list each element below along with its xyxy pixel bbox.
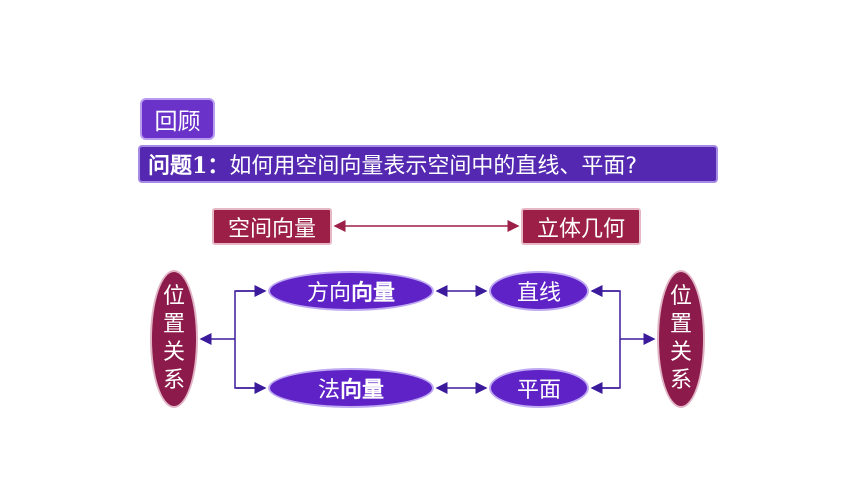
left-position-relation-node: 位置关系 [150, 270, 198, 408]
space-vector-box: 空间向量 [212, 208, 332, 245]
question-prefix: 问题1： [148, 153, 230, 179]
line-node: 直线 [489, 271, 589, 311]
direction-vector-normal-text: 方向 [306, 281, 351, 306]
review-label: 回顾 [154, 109, 201, 135]
question-bar: 问题1： 如何用空间向量表示空间中的直线、平面? [138, 145, 718, 183]
left-bracket [234, 290, 265, 389]
right-bracket [592, 290, 621, 389]
plane-label: 平面 [516, 378, 561, 403]
left-position-relation-label: 位置关系 [162, 284, 185, 393]
direction-vector-node: 方向向量 [268, 271, 434, 311]
normal-vector-normal-text: 法 [317, 378, 340, 403]
solid-geometry-box: 立体几何 [521, 208, 641, 245]
right-position-relation-node: 位置关系 [657, 270, 705, 408]
plane-node: 平面 [489, 368, 589, 408]
question-text: 如何用空间向量表示空间中的直线、平面? [229, 154, 637, 179]
normal-vector-node: 法向量 [268, 368, 434, 408]
normal-vector-bold-text: 向量 [340, 378, 385, 403]
right-position-relation-label: 位置关系 [669, 284, 692, 393]
direction-vector-bold-text: 向量 [351, 281, 396, 306]
solid-geometry-label: 立体几何 [536, 216, 625, 242]
space-vector-label: 空间向量 [227, 216, 316, 242]
line-label: 直线 [516, 281, 561, 306]
review-tag: 回顾 [140, 98, 215, 140]
